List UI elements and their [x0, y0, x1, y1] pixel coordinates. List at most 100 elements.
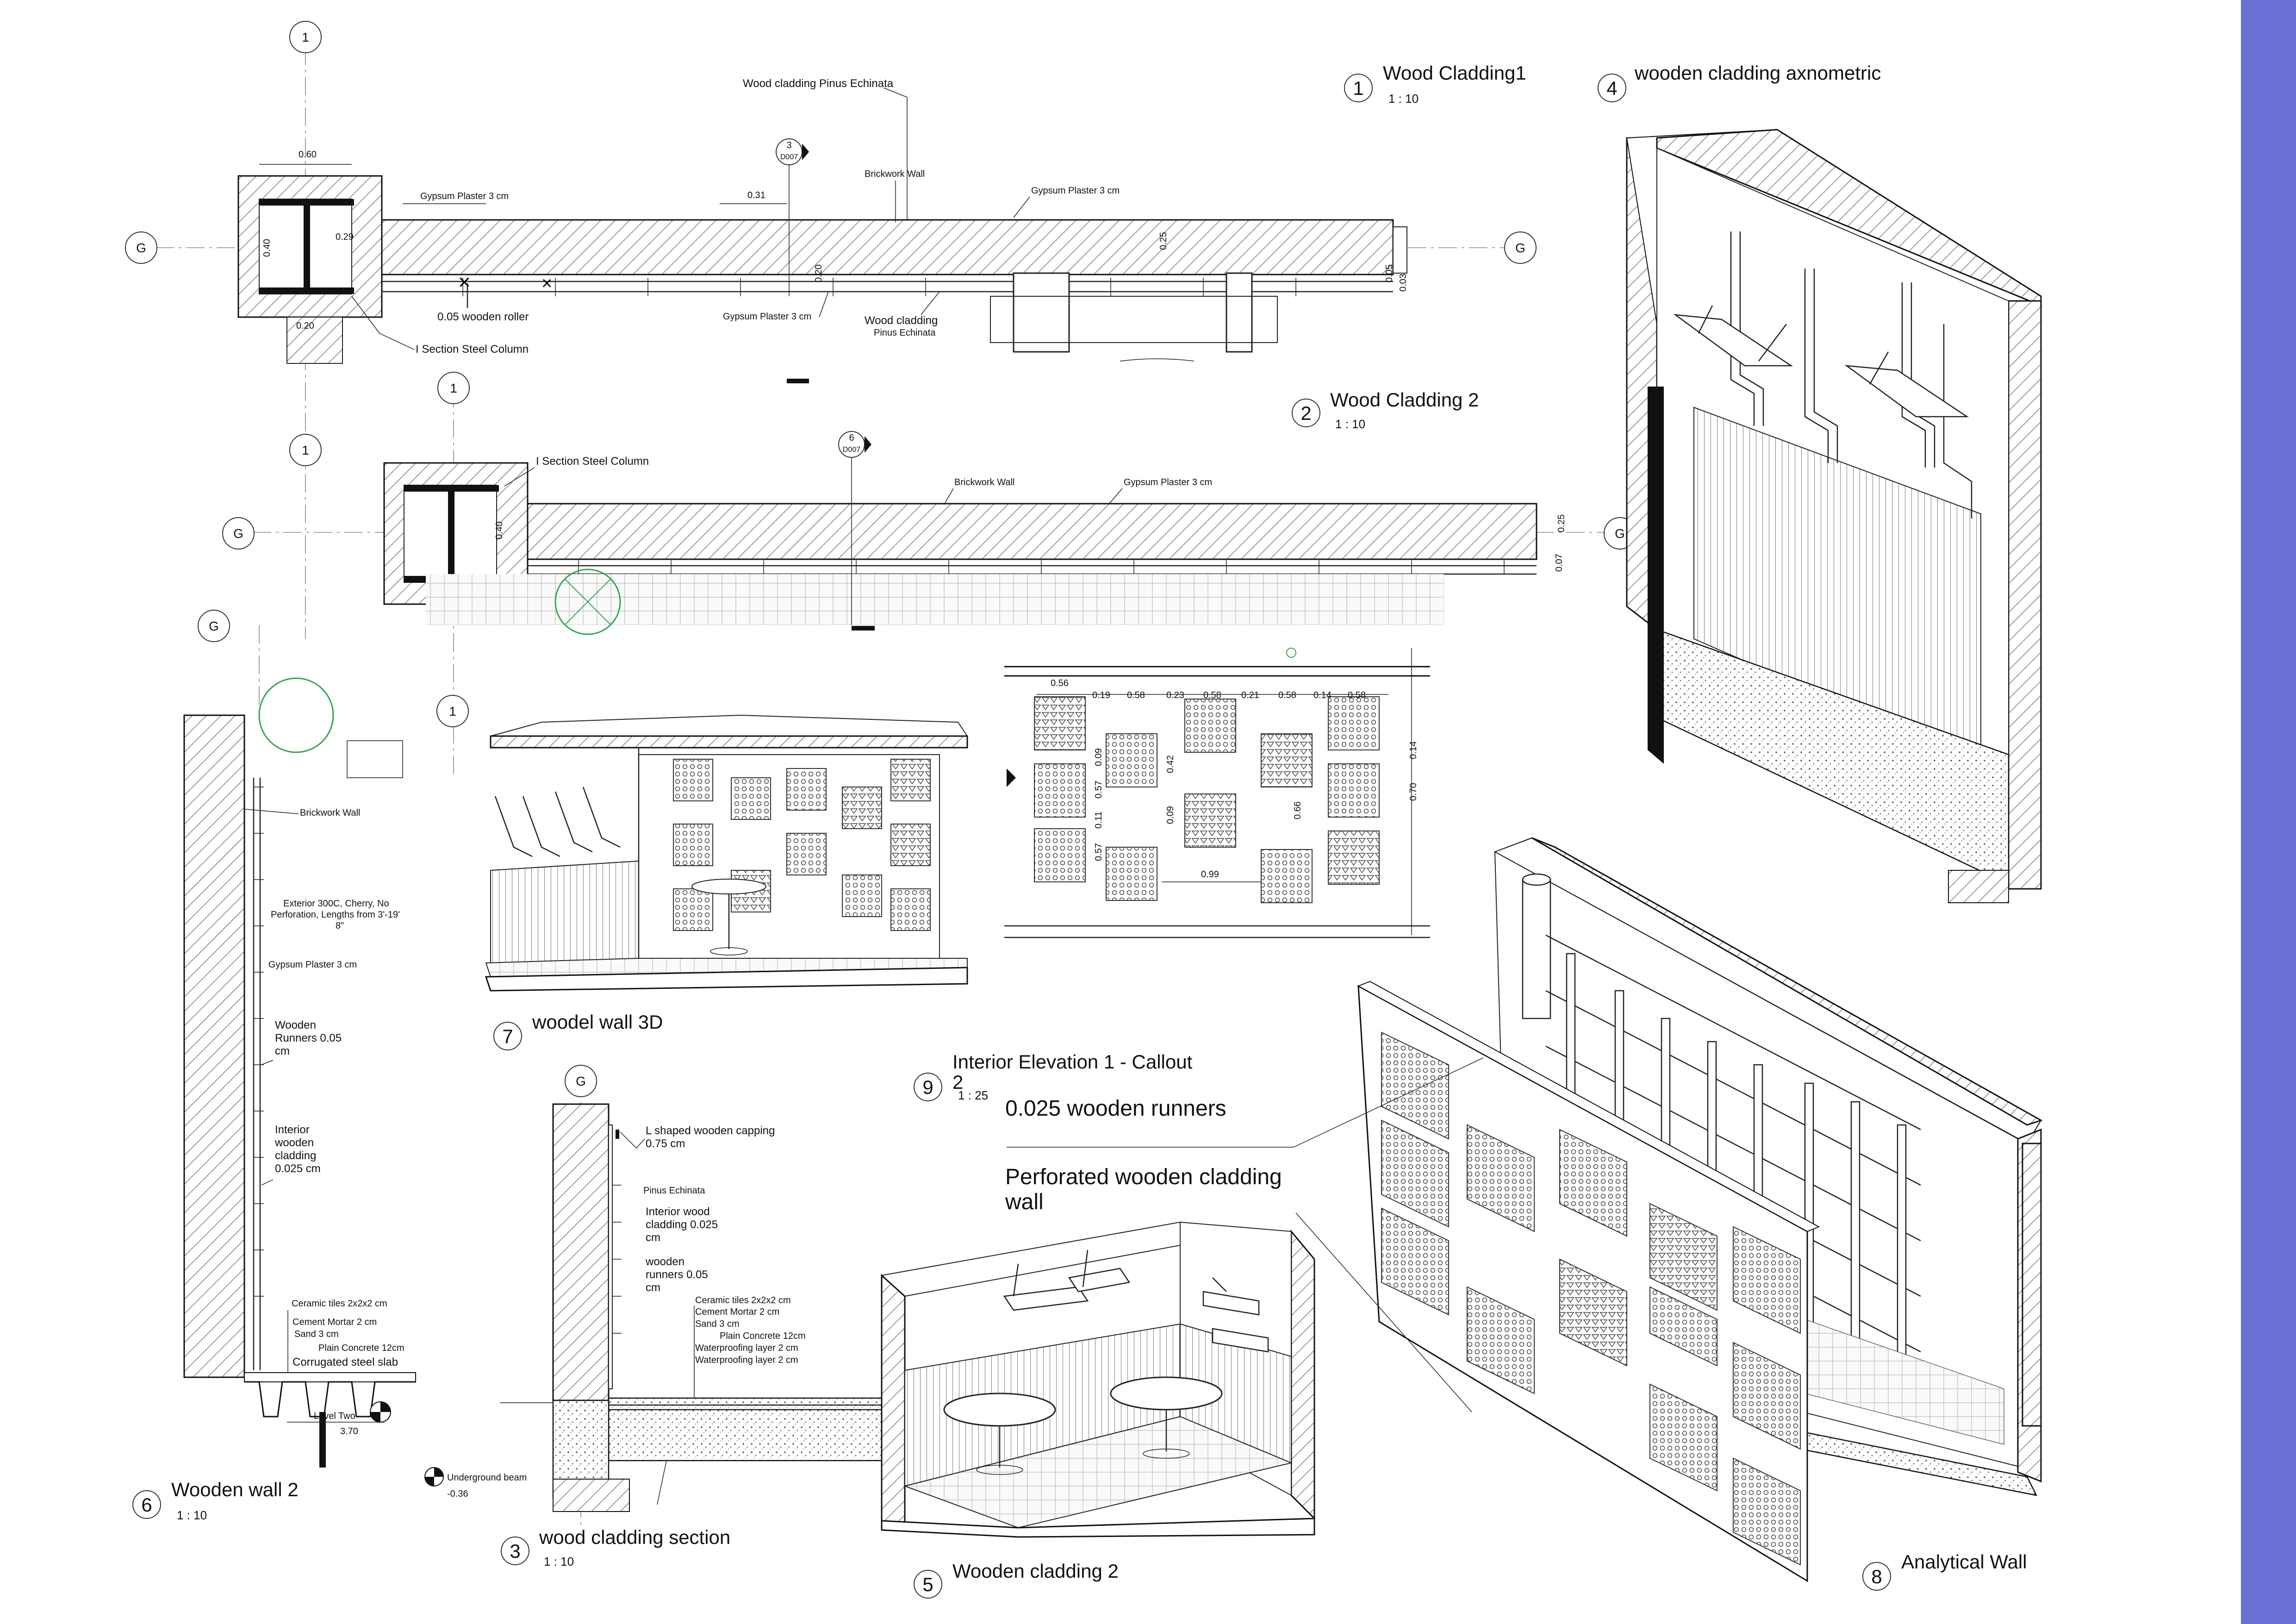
svg-text:I Section Steel Column: I Section Steel Column — [416, 343, 529, 356]
svg-text:6: 6 — [849, 433, 854, 443]
svg-text:Corrugated steel slab: Corrugated steel slab — [292, 1356, 398, 1368]
svg-text:0.07: 0.07 — [1554, 554, 1564, 572]
svg-text:Wood cladding Pinus Echinata: Wood cladding Pinus Echinata — [743, 77, 894, 90]
svg-text:1: 1 — [302, 30, 309, 44]
svg-text:G: G — [136, 241, 146, 255]
svg-text:Interior: Interior — [275, 1124, 310, 1136]
svg-text:Brickwork Wall: Brickwork Wall — [300, 808, 360, 818]
svg-text:Wood cladding: Wood cladding — [865, 314, 938, 327]
perforated-panels — [1381, 1031, 1801, 1566]
svg-text:Wooden: Wooden — [275, 1019, 316, 1031]
svg-text:wooden cladding axnometric: wooden cladding axnometric — [1634, 62, 1881, 84]
svg-text:2: 2 — [952, 1071, 963, 1093]
svg-text:1 : 10: 1 : 10 — [1388, 92, 1419, 106]
svg-text:0.25: 0.25 — [1556, 514, 1567, 532]
svg-text:runners 0.05: runners 0.05 — [646, 1268, 708, 1281]
svg-text:G: G — [209, 619, 219, 633]
svg-text:0.99: 0.99 — [1201, 869, 1219, 880]
svg-text:Interior wood: Interior wood — [646, 1206, 710, 1218]
plan-wood-cladding-2: 0.40 0.25 0.07 6 D007 I Section Steel Co… — [383, 431, 1567, 635]
svg-text:0.29: 0.29 — [336, 232, 354, 242]
svg-text:Wood Cladding 2: Wood Cladding 2 — [1330, 389, 1479, 411]
svg-text:8": 8" — [336, 921, 344, 931]
architectural-drawing: 1 G G 1 1 G G G 1 G × × — [125, 21, 2043, 1599]
svg-text:I Section Steel Column: I Section Steel Column — [536, 455, 649, 468]
svg-text:0.40: 0.40 — [262, 239, 272, 257]
svg-text:Pinus Echinata: Pinus Echinata — [874, 328, 936, 338]
svg-text:-0.36: -0.36 — [447, 1489, 468, 1499]
svg-text:1: 1 — [1353, 77, 1363, 99]
svg-text:0.21: 0.21 — [1241, 690, 1259, 700]
svg-text:6: 6 — [141, 1494, 152, 1516]
svg-text:0.20: 0.20 — [814, 264, 824, 282]
svg-text:0.05: 0.05 — [1384, 264, 1394, 282]
svg-text:0.57: 0.57 — [1094, 843, 1104, 861]
svg-text:0.14: 0.14 — [1408, 741, 1419, 759]
svg-text:Analytical Wall: Analytical Wall — [1901, 1551, 2027, 1573]
section-wooden-wall-6: Brickwork Wall Exterior 300C, Cherry, No… — [183, 677, 416, 1468]
view-title-4: 4 wooden cladding axnometric — [1598, 62, 1881, 102]
svg-text:0.31: 0.31 — [747, 190, 765, 200]
svg-text:1 : 10: 1 : 10 — [1335, 417, 1365, 431]
svg-text:G: G — [233, 526, 243, 541]
svg-text:Interior Elevation 1 - Callout: Interior Elevation 1 - Callout — [952, 1051, 1193, 1073]
svg-text:0.025 cm: 0.025 cm — [275, 1162, 321, 1175]
svg-text:Wooden cladding 2: Wooden cladding 2 — [952, 1560, 1119, 1582]
svg-text:Pinus Echinata: Pinus Echinata — [643, 1186, 705, 1196]
svg-text:0.42: 0.42 — [1165, 755, 1176, 773]
svg-text:0.14: 0.14 — [1313, 690, 1332, 700]
svg-text:0.75 cm: 0.75 cm — [646, 1137, 685, 1150]
svg-text:3.70: 3.70 — [340, 1426, 358, 1437]
svg-text:0.23: 0.23 — [1166, 690, 1184, 700]
svg-text:Wooden wall 2: Wooden wall 2 — [171, 1479, 299, 1500]
svg-text:0.66: 0.66 — [1293, 801, 1303, 819]
svg-text:Ceramic tiles 2x2x2 cm: Ceramic tiles 2x2x2 cm — [695, 1295, 791, 1305]
svg-text:Sand 3 cm: Sand 3 cm — [294, 1329, 339, 1339]
svg-text:3: 3 — [510, 1540, 520, 1562]
svg-text:L shaped wooden capping: L shaped wooden capping — [646, 1124, 775, 1137]
svg-text:Cement Mortar 2 cm: Cement Mortar 2 cm — [292, 1317, 377, 1327]
svg-text:G: G — [576, 1074, 586, 1088]
view-title-3: 3 wood cladding section 1 : 10 — [501, 1526, 730, 1568]
svg-text:Runners 0.05: Runners 0.05 — [275, 1032, 342, 1044]
svg-text:4: 4 — [1606, 77, 1617, 99]
svg-text:0.58: 0.58 — [1203, 690, 1221, 700]
svg-text:Gypsum Plaster 3 cm: Gypsum Plaster 3 cm — [723, 312, 811, 322]
svg-text:Cement Mortar 2 cm: Cement Mortar 2 cm — [695, 1307, 779, 1317]
svg-text:1: 1 — [302, 443, 309, 457]
view-title-1: 1 Wood Cladding1 1 : 10 — [1344, 62, 1526, 106]
interior-3d-view-7 — [485, 714, 968, 992]
svg-text:woodel wall 3D: woodel wall 3D — [532, 1011, 663, 1033]
svg-text:Plain Concrete 12cm: Plain Concrete 12cm — [720, 1331, 806, 1341]
svg-text:wooden: wooden — [274, 1137, 314, 1149]
interior-3d-view-5 — [880, 1221, 1315, 1538]
svg-text:0.09: 0.09 — [1165, 806, 1176, 824]
svg-text:8: 8 — [1871, 1566, 1882, 1587]
svg-text:Plain Concrete 12cm: Plain Concrete 12cm — [318, 1343, 404, 1353]
svg-text:Exterior 300C, Cherry, No: Exterior 300C, Cherry, No — [283, 899, 389, 909]
svg-text:2: 2 — [1300, 402, 1311, 424]
sidebar-accent-strip — [2241, 0, 2296, 1624]
svg-text:cladding: cladding — [275, 1149, 316, 1162]
svg-text:1 : 10: 1 : 10 — [177, 1508, 207, 1522]
svg-text:cm: cm — [646, 1231, 660, 1244]
roller-mark-1: × — [458, 270, 471, 294]
svg-text:0.58: 0.58 — [1127, 690, 1145, 700]
svg-text:1 : 10: 1 : 10 — [544, 1555, 574, 1568]
svg-text:G: G — [1515, 241, 1525, 255]
grid-bubbles: 1 G G 1 1 G G G 1 G — [125, 21, 1636, 1097]
svg-text:Gypsum Plaster 3 cm: Gypsum Plaster 3 cm — [268, 960, 357, 970]
svg-text:Waterproofing layer 2 cm: Waterproofing layer 2 cm — [695, 1343, 798, 1353]
svg-text:Ceramic tiles 2x2x2 cm: Ceramic tiles 2x2x2 cm — [292, 1299, 387, 1309]
svg-text:0.58: 0.58 — [1278, 690, 1296, 700]
svg-text:0.03: 0.03 — [1398, 274, 1408, 292]
svg-text:wood cladding section: wood cladding section — [539, 1526, 730, 1548]
floor-tile-pattern — [426, 574, 1444, 625]
svg-text:Sand 3 cm: Sand 3 cm — [695, 1319, 740, 1329]
plan-wood-cladding-1: × × 0.60 0.31 0.29 0.40 0.25 0.20 0.05 0… — [237, 77, 1408, 383]
svg-text:Waterproofing layer 2 cm: Waterproofing layer 2 cm — [695, 1355, 798, 1365]
view-title-6: 6 Wooden wall 2 1 : 10 — [132, 1479, 299, 1522]
svg-text:Wood Cladding1: Wood Cladding1 — [1383, 62, 1526, 84]
view-title-5: 5 Wooden cladding 2 — [914, 1560, 1119, 1599]
